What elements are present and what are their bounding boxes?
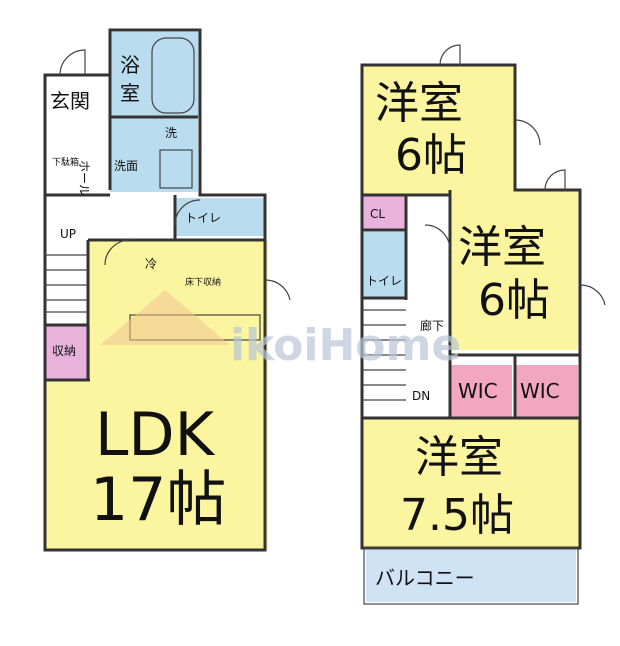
closet bbox=[362, 195, 406, 230]
washroom bbox=[110, 117, 198, 192]
bathtub-icon bbox=[151, 37, 195, 114]
floor-1-outer-wall bbox=[43, 28, 267, 552]
shoe-cabinet-label: 下駄箱 bbox=[52, 156, 79, 168]
room2-size-label: 6帖 bbox=[478, 275, 550, 326]
wic1-label: WIC bbox=[458, 379, 498, 403]
western-room-2 bbox=[450, 190, 578, 350]
stairs-icon bbox=[45, 254, 88, 313]
bath-label-1: 浴 bbox=[120, 53, 140, 77]
room3-size-label: 7.5帖 bbox=[400, 490, 514, 541]
bath-label-2: 室 bbox=[120, 81, 140, 105]
watermark: ikoiHome bbox=[100, 290, 461, 371]
western-room-1 bbox=[362, 65, 515, 195]
door-icon bbox=[439, 44, 461, 66]
western-room-3 bbox=[362, 418, 580, 548]
wash-label-2: 洗面 bbox=[114, 159, 138, 173]
wic-1 bbox=[450, 365, 512, 417]
door-icon bbox=[544, 169, 566, 191]
ldk-room bbox=[45, 380, 268, 550]
door-icon bbox=[579, 284, 606, 306]
window-door-icon bbox=[514, 119, 541, 146]
kitchen-door-icon bbox=[104, 239, 131, 266]
stairs-1f bbox=[45, 240, 88, 325]
hall-label: ホール bbox=[77, 160, 91, 196]
balcony-outline bbox=[363, 547, 579, 605]
watermark-text: ikoiHome bbox=[230, 320, 461, 371]
floor-2 bbox=[360, 44, 606, 605]
storage-1f-label: 収納 bbox=[52, 344, 76, 358]
wash-label-1: 洗 bbox=[165, 126, 177, 140]
entrance-label: 玄関 bbox=[50, 89, 90, 113]
toilet-2f-label: トイレ bbox=[366, 274, 402, 288]
fridge-label: 冷 bbox=[145, 257, 157, 271]
closet-label: CL bbox=[370, 207, 385, 221]
storage-1f bbox=[45, 325, 90, 380]
room1-label: 洋室 bbox=[375, 78, 463, 129]
room2-label: 洋室 bbox=[458, 222, 546, 273]
side-door-icon bbox=[264, 279, 291, 301]
room3-label: 洋室 bbox=[415, 432, 503, 483]
bathroom bbox=[110, 32, 200, 117]
toilet-1f bbox=[175, 198, 265, 236]
toilet-door-icon bbox=[174, 199, 201, 226]
up-label: UP bbox=[60, 227, 76, 241]
floor-storage-label: 床下収納 bbox=[185, 276, 221, 288]
ldk-size-label: 17帖 bbox=[90, 465, 226, 535]
corridor-label: 廊下 bbox=[420, 318, 444, 333]
stairs-2f-icon bbox=[362, 309, 406, 401]
floor-2-outer-wall bbox=[360, 63, 582, 550]
dn-label: DN bbox=[412, 389, 430, 403]
watermark-house-icon bbox=[100, 290, 230, 345]
toilet-1f-label: トイレ bbox=[185, 211, 221, 225]
toilet-2f bbox=[362, 232, 406, 297]
ldk-label: LDK bbox=[95, 400, 216, 470]
balcony-label: バルコニー bbox=[375, 566, 475, 590]
wic2-label: WIC bbox=[520, 379, 560, 403]
entrance-hall bbox=[45, 75, 110, 195]
door-icon bbox=[424, 224, 451, 251]
balcony bbox=[366, 550, 576, 602]
room1-size-label: 6帖 bbox=[395, 130, 467, 181]
washbasin-icon bbox=[159, 149, 193, 189]
entrance-door-icon bbox=[59, 49, 86, 76]
wic-2 bbox=[515, 365, 578, 417]
